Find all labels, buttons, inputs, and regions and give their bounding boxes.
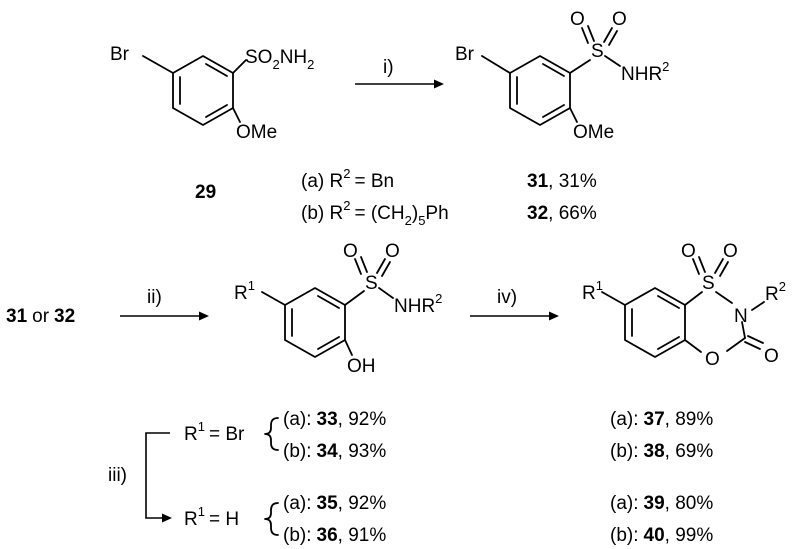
brace-br-group [264, 417, 279, 451]
oxygen-label: O [612, 9, 627, 30]
s-o-double-bond [603, 27, 613, 43]
c-s-bond [684, 291, 703, 306]
br-bond [481, 55, 511, 74]
s-o-double-bond [587, 25, 595, 42]
sulfonamide-bond [232, 59, 247, 74]
variant-b-definition: (b) R2= (CH2)5Ph [301, 198, 449, 228]
br-bond [142, 55, 174, 74]
ring-double-bond [657, 295, 680, 309]
sulfonamide-label: SO2NH2 [245, 47, 314, 72]
r1-bond [601, 291, 626, 306]
compound-37-40-structure: R1 S O O N R2 O O [582, 241, 786, 370]
n-r2-bond [751, 301, 765, 311]
s-o-double-bond [381, 261, 391, 277]
oxygen-label: O [723, 241, 738, 262]
c-s-bond [344, 290, 365, 306]
bromine-label: Br [455, 44, 475, 65]
sulfur-label: S [702, 273, 715, 294]
s-o-double-bond [714, 258, 724, 274]
arrow-head [549, 311, 559, 321]
c-o-double-bond [744, 341, 761, 350]
compound-id-29: 29 [195, 182, 216, 203]
s-n-bond [715, 291, 733, 304]
compound-31-32-structure: Br S O O NHR2 OMe [455, 9, 669, 143]
s-o-double-bond [692, 258, 700, 275]
reagent-label-iii: iii) [108, 465, 127, 486]
ring-double-bond [657, 336, 680, 350]
ring-oxygen-label: O [705, 349, 720, 370]
arrow-head [434, 79, 444, 89]
s-o-double-bond [354, 258, 362, 275]
result-34: (b):34, 93% [283, 441, 386, 462]
ome-bond [232, 107, 241, 123]
c-o-double-bond [747, 335, 764, 344]
benzene-ring [172, 55, 234, 126]
r1-label: R1 [582, 278, 603, 304]
compound-33-36-structure: R1 S O O NHR2 OH [234, 241, 442, 377]
result-33: (a):33, 92% [283, 409, 386, 430]
sulfur-label: S [591, 41, 604, 62]
hydroxyl-label: OH [347, 356, 376, 377]
arrow-head [162, 513, 172, 523]
c-o-bond [684, 339, 702, 353]
nhr2-label: NHR2 [394, 291, 442, 317]
benzene-ring [509, 55, 571, 126]
carbonyl-oxygen-label: O [764, 346, 779, 367]
nitrogen-label: N [734, 306, 748, 327]
r1-bond [261, 291, 286, 306]
s-n-bond [378, 287, 394, 299]
s-o-double-bond [608, 30, 618, 46]
s-o-double-bond [376, 258, 386, 274]
result-38: (b):38, 69% [610, 441, 713, 462]
result-39: (a):39, 80% [610, 493, 713, 514]
oxygen-label: O [343, 241, 358, 262]
bromine-label: Br [110, 44, 130, 65]
compound-29-structure: Br SO2NH2 OMe [110, 44, 314, 143]
group-r1-br: R1= Br [184, 419, 245, 445]
r1-label: R1 [234, 278, 255, 304]
methoxy-label: OMe [236, 122, 277, 143]
c-o-ring-bond [726, 337, 746, 352]
variant-a-definition: (a) R2= Bn [301, 166, 394, 192]
reaction-arrow-iii [145, 432, 170, 519]
ring-double-bond [205, 104, 228, 118]
s-o-double-bond [360, 256, 368, 273]
ring-double-bond [205, 63, 228, 77]
sulfur-label: S [365, 273, 378, 294]
result-40: (b):40, 99% [610, 525, 713, 546]
s-o-double-bond [581, 27, 589, 44]
variant-a-result: 31, 31% [527, 171, 597, 192]
ring-double-bond [317, 336, 340, 350]
group-r1-h: R1= H [184, 504, 239, 530]
reagent-label-i: i) [383, 57, 394, 78]
c-s-bond [569, 59, 591, 74]
result-36: (b):36, 91% [283, 525, 386, 546]
r2-label: R2 [765, 279, 786, 305]
brace-h-group [264, 502, 279, 536]
nhr2-label: NHR2 [621, 59, 669, 85]
oxygen-label: O [385, 241, 400, 262]
s-o-double-bond [698, 256, 706, 273]
reagent-label-ii: ii) [147, 287, 162, 308]
methoxy-label: OMe [573, 122, 614, 143]
oh-bond [344, 339, 353, 356]
benzene-ring [624, 287, 686, 358]
ring-double-bond [317, 295, 340, 309]
benzene-ring [284, 287, 346, 358]
result-35: (a):35, 92% [283, 493, 386, 514]
result-37: (a):37, 89% [610, 409, 713, 430]
arrow-head [199, 311, 209, 321]
reagent-label-iv: iv) [497, 287, 517, 308]
oxygen-label: O [681, 241, 696, 262]
oxygen-label: O [570, 9, 585, 30]
ring-double-bond [542, 63, 565, 77]
n-c-bond [741, 321, 746, 339]
variant-b-result: 32, 66% [527, 203, 597, 224]
s-n-bond [604, 55, 621, 67]
ring-double-bond [542, 104, 565, 118]
ome-bond [569, 107, 578, 123]
s-o-double-bond [719, 261, 729, 277]
